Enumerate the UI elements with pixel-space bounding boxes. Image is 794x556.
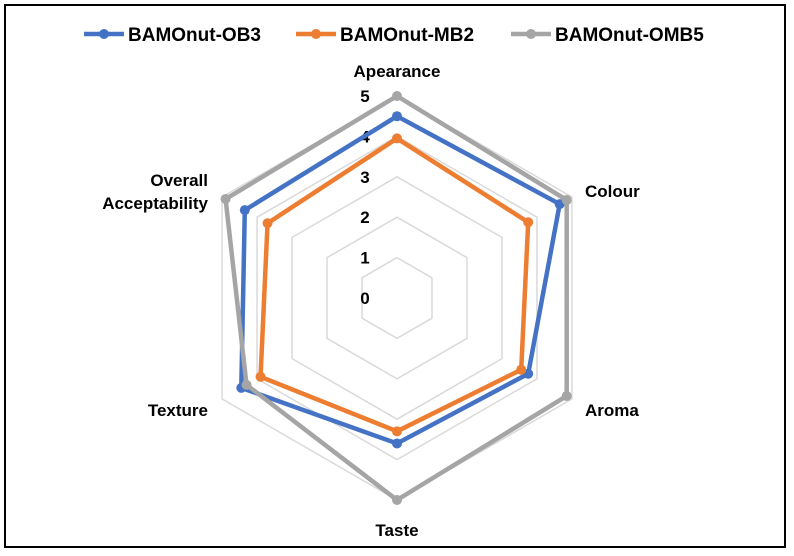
data-point bbox=[262, 218, 273, 229]
axis-label: Aroma bbox=[585, 401, 639, 420]
legend-label: BAMOnut-OB3 bbox=[128, 25, 261, 46]
axis-label: Colour bbox=[585, 182, 640, 201]
legend-swatch-marker bbox=[311, 29, 321, 39]
data-point bbox=[392, 111, 402, 122]
tick-label: 5 bbox=[360, 87, 369, 106]
data-point bbox=[239, 205, 250, 216]
data-point bbox=[516, 364, 527, 375]
axis-label: Apearance bbox=[354, 62, 441, 81]
grid-ring bbox=[256, 135, 538, 461]
tick-label: 3 bbox=[360, 168, 369, 187]
data-point bbox=[523, 217, 534, 228]
legend-label: BAMOnut-MB2 bbox=[340, 25, 474, 46]
data-point bbox=[392, 133, 402, 144]
tick-label: 0 bbox=[360, 289, 369, 308]
data-point bbox=[392, 426, 402, 437]
grid-ring bbox=[326, 216, 468, 380]
data-point bbox=[255, 371, 266, 382]
axis-label: Texture bbox=[148, 401, 208, 420]
grid-ring bbox=[361, 256, 433, 340]
legend-label: BAMOnut-OMB5 bbox=[555, 25, 704, 46]
data-point bbox=[561, 195, 572, 206]
data-point bbox=[392, 438, 402, 449]
series-line bbox=[258, 136, 531, 434]
data-point bbox=[392, 91, 402, 101]
data-point bbox=[241, 379, 252, 390]
legend-swatch-marker bbox=[526, 29, 536, 39]
data-point bbox=[220, 194, 231, 205]
tick-label: 2 bbox=[360, 208, 369, 227]
data-point bbox=[561, 390, 572, 401]
legend-swatch-marker bbox=[99, 29, 109, 39]
data-point bbox=[392, 495, 402, 505]
axis-label: Taste bbox=[375, 521, 418, 540]
grid-ring bbox=[291, 175, 503, 421]
tick-label: 1 bbox=[360, 249, 369, 268]
